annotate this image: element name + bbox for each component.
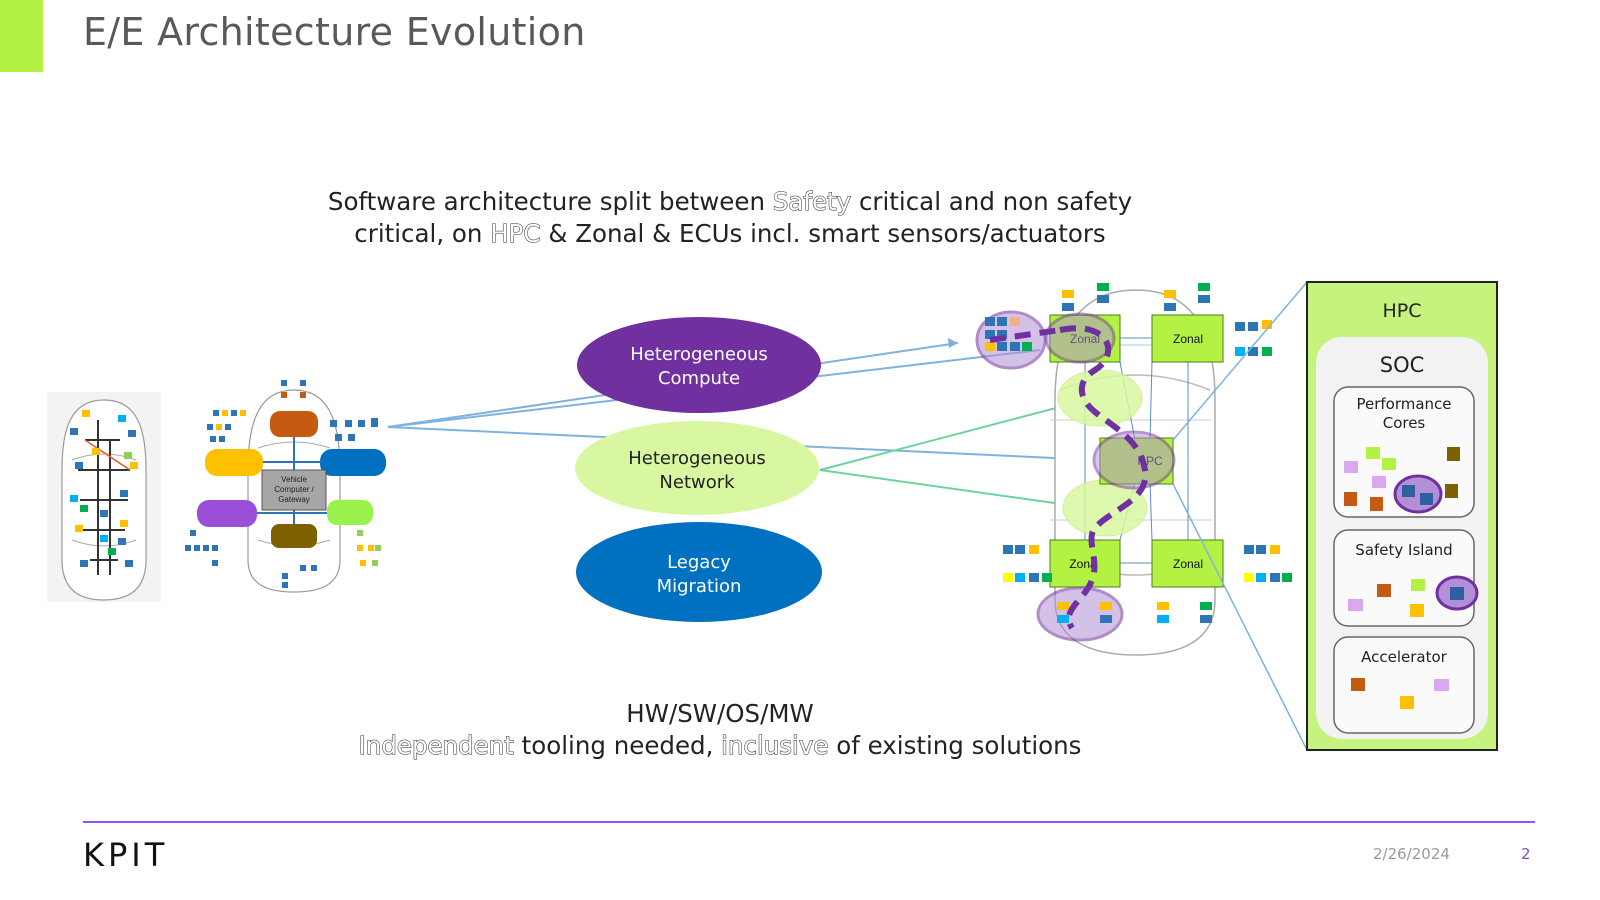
subtitle-text: & Zonal & ECUs incl. smart sensors/actua… [540,219,1106,248]
zonal-label-bottom-left: Zona [1069,557,1097,571]
title-accent-bar [0,0,43,72]
bottom-line-1: HW/SW/OS/MW [626,699,814,728]
subtitle-emphasis-hpc: HPC [490,219,541,249]
oval-heterogeneous-compute: Heterogeneous Compute [577,317,821,413]
oval-heterogeneous-network: Heterogeneous Network [575,421,819,515]
zonal-label-bottom-right: Zonal [1173,557,1203,571]
footer-date: 2/26/2024 [1373,845,1450,863]
safety-island-label: Safety Island [1355,541,1452,559]
gateway-label-line-3: Gateway [278,495,310,504]
oval-compute-line-2: Compute [658,368,740,389]
subtitle-text: Software architecture split between [327,187,773,216]
gateway-label-line-2: Computer / [274,485,314,494]
bottom-text: tooling needed, [513,731,722,760]
oval-compute-line-1: Heterogeneous [630,344,768,365]
kpit-logo: KPIT [83,836,169,874]
oval-legacy-migration: Legacy Migration [576,522,822,622]
bottom-emphasis-inclusive: inclusive [721,731,829,761]
zonal-label-top-right: Zonal [1173,332,1203,346]
bottom-statement: HW/SW/OS/MW Independent tooling needed, … [300,698,1140,762]
car-domain-architecture-image: Vehicle Computer / Gateway [185,380,386,593]
oval-legacy-line-1: Legacy [667,552,731,573]
hpc-panel: HPC SOC Performance Cores Safety Island … [1306,281,1498,751]
subtitle-text: critical, on [354,219,491,248]
oval-legacy-line-2: Migration [657,576,742,597]
oval-network-line-2: Network [659,472,735,493]
subtitle-emphasis-safety: Safety [772,187,852,217]
bottom-emphasis-independent: Independent [358,731,514,761]
gateway-label-line-1: Vehicle [281,475,307,484]
performance-cores-label-1: Performance [1356,395,1451,413]
oval-network-line-1: Heterogeneous [628,448,766,469]
hpc-panel-title: HPC [1382,300,1421,322]
slide-title: E/E Architecture Evolution [83,10,586,54]
page-number: 2 [1521,845,1531,863]
soc-label: SOC [1380,353,1425,377]
accelerator-label: Accelerator [1361,648,1448,666]
bottom-text: of existing solutions [828,731,1082,760]
car-wiring-harness-image [47,392,161,602]
subtitle-text: critical and non safety [851,187,1133,216]
zonal-architecture-diagram: Zonal Zonal Zona Zonal HPC [975,281,1308,751]
performance-cores-label-2: Cores [1383,414,1426,432]
subtitle: Software architecture split between Safe… [280,186,1180,250]
footer-divider [83,821,1535,823]
